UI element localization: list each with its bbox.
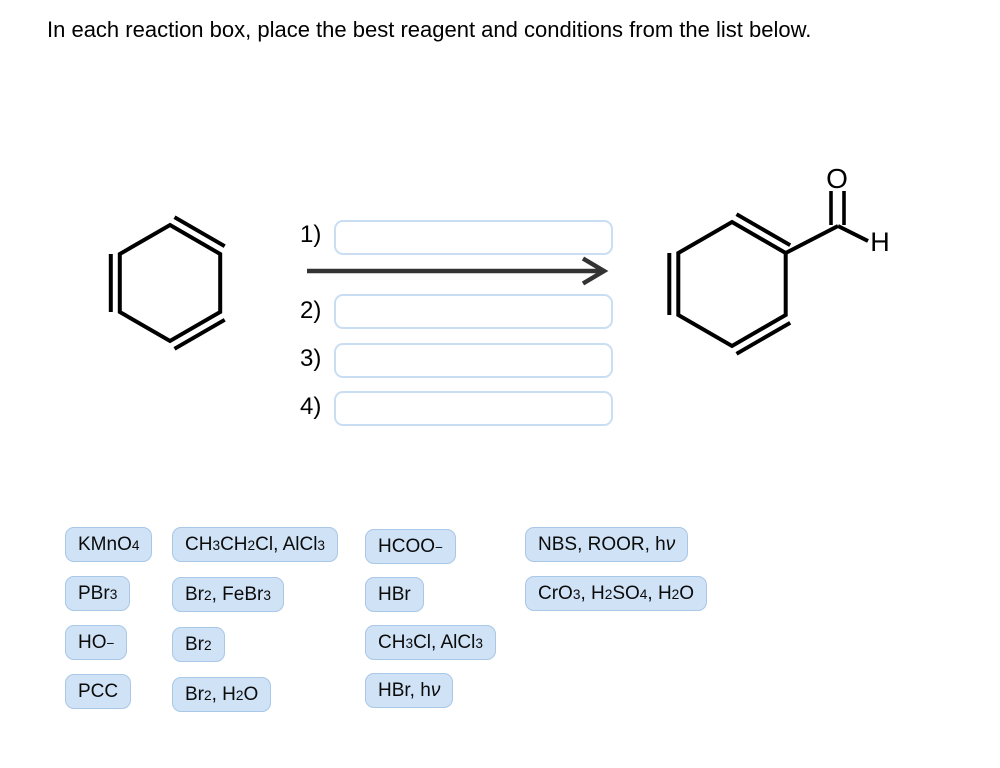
step-3-label: 3) [300,345,322,372]
reaction-arrow-icon [307,256,609,286]
step-4-label: 4) [300,393,322,420]
benzene-structure [108,215,226,351]
question-prompt: In each reaction box, place the best rea… [47,17,812,42]
reaction-box-1[interactable] [334,220,613,255]
reaction-box-3[interactable] [334,343,613,378]
reagent-chip-hbr[interactable]: HBr [365,577,424,612]
benzaldehyde-structure [667,191,869,356]
reaction-box-4[interactable] [334,391,613,426]
step-2-label: 2) [300,297,322,324]
step-1-label: 1) [300,221,322,248]
reagent-chip-pcc[interactable]: PCC [65,674,132,709]
reaction-box-2[interactable] [334,294,613,329]
reagent-chip-ho-minus[interactable]: HO− [65,625,128,660]
reagent-chip-hcoo-minus[interactable]: HCOO− [365,529,456,564]
hydrogen-atom-label: H [870,227,890,257]
oxygen-atom-label: O [826,163,848,194]
